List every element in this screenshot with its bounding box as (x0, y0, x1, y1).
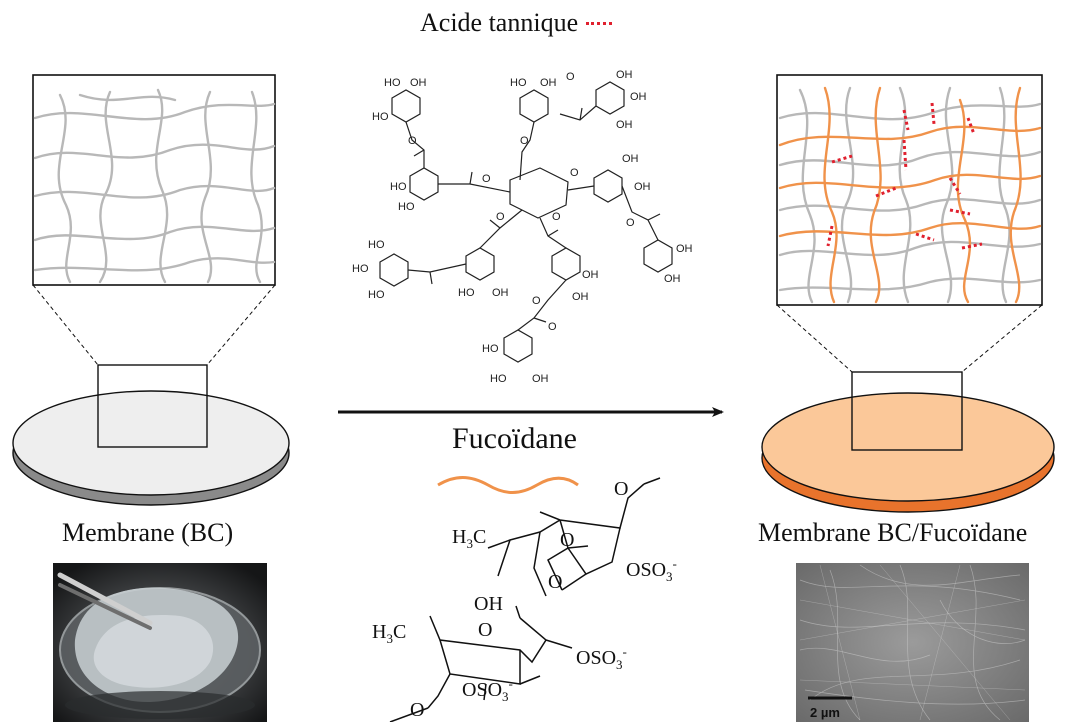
bcf-membrane-disk (761, 371, 1055, 513)
svg-text:OH: OH (540, 77, 557, 89)
svg-text:HO: HO (490, 373, 507, 385)
svg-text:OH: OH (676, 243, 693, 255)
svg-text:O: O (410, 699, 424, 721)
svg-text:HO: HO (368, 239, 385, 251)
zoom-square-left (97, 364, 208, 448)
bcf-network-box (776, 74, 1043, 306)
fucoidan-wave (437, 476, 579, 494)
svg-text:O: O (520, 135, 529, 147)
svg-text:O: O (552, 211, 561, 223)
zoom-line-right-b (961, 304, 1043, 373)
membrane-bcf-label: Membrane BC/Fucoïdane (758, 518, 1028, 547)
svg-text:OH: OH (616, 69, 633, 81)
svg-text:OH: OH (410, 77, 427, 89)
bc-network-box (32, 74, 276, 286)
membrane-bc-label: Membrane (BC) (62, 518, 234, 547)
svg-text:O: O (626, 217, 635, 229)
svg-text:OH: OH (572, 291, 589, 303)
svg-text:HO: HO (384, 77, 401, 89)
svg-text:O: O (566, 71, 575, 83)
svg-text:O: O (478, 619, 492, 641)
svg-text:O: O (496, 211, 505, 223)
svg-text:OH: OH (634, 181, 651, 193)
zoom-line-right-a (776, 304, 853, 373)
svg-text:OSO3-: OSO3- (626, 556, 677, 584)
zoom-line-left-b (206, 284, 276, 366)
bc-membrane-disk (12, 364, 290, 506)
svg-text:H3C: H3C (372, 621, 406, 646)
svg-text:OH: OH (532, 373, 549, 385)
bc-fibers (33, 88, 276, 284)
crosslink-legend-dots (586, 21, 613, 25)
svg-text:O: O (614, 478, 628, 500)
svg-text:HO: HO (372, 111, 389, 123)
fucoidan-title: Fucoïdane (452, 422, 577, 455)
svg-text:HO: HO (390, 181, 407, 193)
svg-text:O: O (548, 321, 557, 333)
svg-text:O: O (560, 529, 574, 551)
svg-text:OH: OH (474, 593, 503, 615)
svg-text:OH: OH (492, 287, 509, 299)
svg-text:O: O (570, 167, 579, 179)
svg-text:HO: HO (352, 263, 369, 275)
svg-text:HO: HO (482, 343, 499, 355)
svg-text:O: O (408, 135, 417, 147)
svg-text:HO: HO (398, 201, 415, 213)
zoom-line-left-a (32, 284, 99, 366)
svg-text:O: O (532, 295, 541, 307)
tannic-acid-title: Acide tannique (420, 8, 613, 38)
bcf-orange-fibers (778, 86, 1042, 304)
svg-text:H3C: H3C (452, 526, 486, 551)
svg-text:OH: OH (622, 153, 639, 165)
svg-text:OH: OH (664, 273, 681, 285)
svg-text:OH: OH (582, 269, 599, 281)
zoom-square-right (851, 371, 963, 451)
bc-membrane-photo (53, 563, 267, 722)
svg-text:OH: OH (616, 119, 633, 131)
sem-image: 2 µm (796, 563, 1029, 722)
svg-text:HO: HO (458, 287, 475, 299)
fucoidan-labels: O O H3C OSO3- OH O H3C O OSO3- OSO3- O (372, 478, 677, 721)
svg-text:O: O (548, 571, 562, 593)
svg-text:OSO3-: OSO3- (576, 644, 627, 672)
svg-text:HO: HO (510, 77, 527, 89)
bcf-gray-fibers (778, 86, 1042, 304)
bcf-crosslinks (826, 102, 983, 250)
svg-text:OH: OH (630, 91, 647, 103)
scale-bar-label: 2 µm (810, 705, 840, 720)
svg-text:HO: HO (368, 289, 385, 301)
tannic-acid-structure (379, 81, 673, 363)
fucoidan-structure (389, 477, 661, 722)
svg-text:OSO3-: OSO3- (462, 676, 513, 704)
svg-text:O: O (482, 173, 491, 185)
